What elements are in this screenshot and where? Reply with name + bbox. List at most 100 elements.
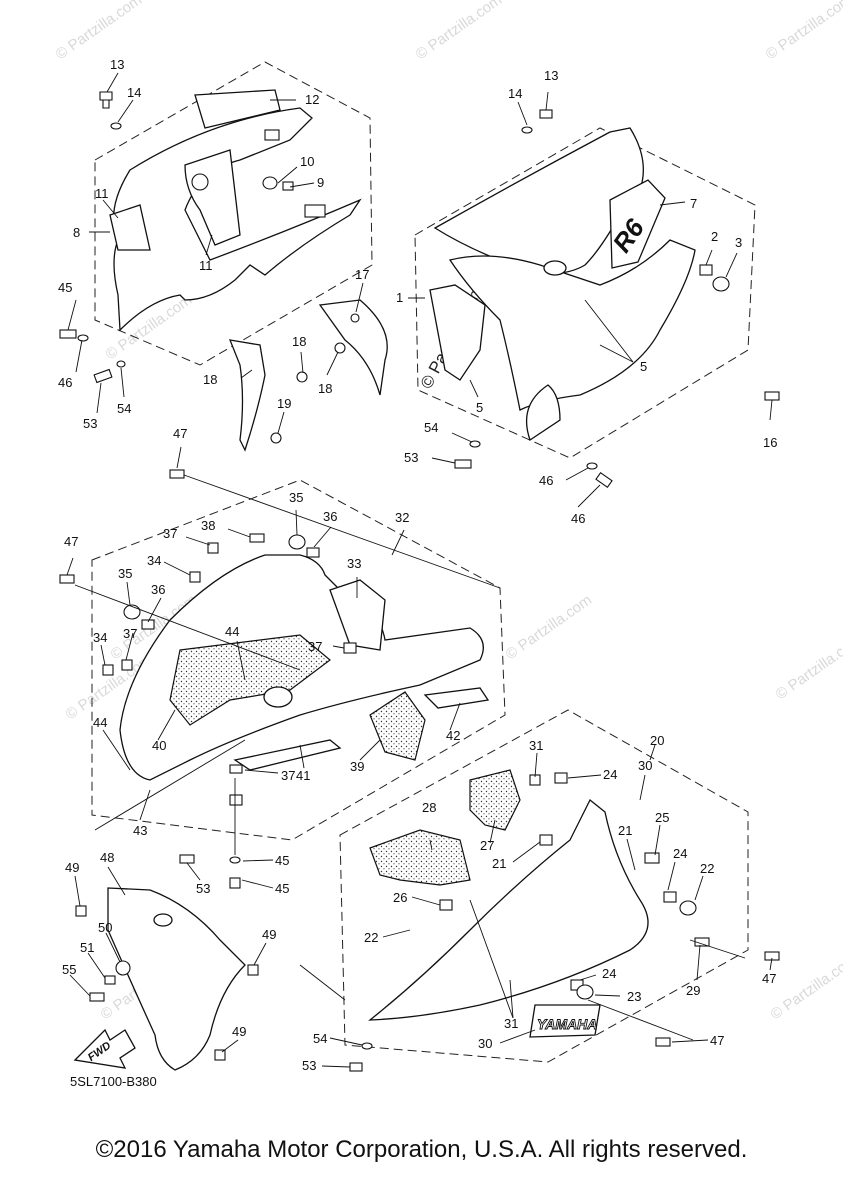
decal-30	[529, 1004, 601, 1038]
callout-31: 31	[504, 1016, 518, 1031]
decal-yamaha-text: YAMAHA	[537, 1016, 597, 1032]
callout-24: 24	[603, 767, 617, 782]
callout-4: 5	[476, 400, 483, 415]
fasteners-upper-right	[454, 109, 780, 489]
callout-21: 21	[492, 856, 506, 871]
callout-35: 35	[289, 490, 303, 505]
callout-32: 32	[395, 510, 409, 525]
callout-23: 24	[673, 846, 687, 861]
callout-18: 18	[292, 334, 306, 349]
callout-21: 22	[364, 930, 378, 945]
callout-46: 46	[58, 375, 72, 390]
watermark: © Partzilla.com	[768, 951, 843, 1023]
side-bracket-48	[75, 794, 259, 1071]
boundary-left-upper-cowl	[94, 61, 373, 366]
callout-14: 14	[508, 86, 522, 101]
callout-52: 53	[196, 881, 210, 896]
callout-14: 14	[127, 85, 141, 100]
boundary-left-under-cowl	[91, 479, 506, 841]
callout-44: 44	[93, 715, 107, 730]
callout-53-label: 53	[302, 1058, 316, 1073]
callout-28: 30	[638, 758, 652, 773]
callout-30-label: 30	[478, 1036, 492, 1051]
callout-54: 54	[117, 401, 131, 416]
bracket-17	[228, 339, 266, 452]
callout-36: 36	[151, 582, 165, 597]
callout-3: 3	[735, 235, 742, 250]
callout-5: 5	[640, 359, 647, 374]
bracket-16	[318, 299, 388, 396]
callout-13: 13	[544, 68, 558, 83]
callout-1: 1	[396, 290, 403, 305]
callout-6: 7	[690, 196, 697, 211]
callout-18: 18	[318, 381, 332, 396]
callout-13: 13	[110, 57, 124, 72]
decal-panel-12	[194, 89, 281, 129]
under-cowl-right: YAMAHA	[349, 769, 780, 1072]
strip-42	[423, 687, 490, 709]
callout-34: 34	[147, 553, 161, 568]
watermark: © Partzilla.com	[763, 0, 843, 63]
callout-27: 28	[422, 800, 436, 815]
callout-55: 55	[62, 962, 76, 977]
callout-45: 45	[275, 881, 289, 896]
callout-47: 47	[762, 971, 776, 986]
callout-50: 50	[98, 920, 112, 935]
copyright-notice: ©2016 Yamaha Motor Corporation, U.S.A. A…	[95, 1136, 748, 1163]
fasteners-upper-left	[59, 91, 294, 384]
callout-15: 16	[763, 435, 777, 450]
callout-34: 34	[93, 630, 107, 645]
boundary-right-under-cowl	[339, 709, 749, 1063]
callout-labels: 13 14 12 10 9 12 11 8 11 45 46 53 54 18 …	[58, 57, 777, 1089]
callout-35: 35	[118, 566, 132, 581]
right-side-cowling: R6	[429, 127, 730, 442]
left-side-cowling	[109, 89, 362, 332]
callout-49: 49	[262, 927, 276, 942]
callout-11-label: 11	[95, 186, 109, 201]
stay-bracket	[304, 204, 326, 218]
callout-48: 48	[100, 850, 114, 865]
callout-29: 31	[529, 738, 543, 753]
under-cowl-left	[59, 469, 490, 781]
callout-25: 29	[686, 983, 700, 998]
callout-10: 11	[199, 258, 213, 273]
callout-8: 9	[317, 175, 324, 190]
callout-24: 25	[655, 810, 669, 825]
watermark: © Partzilla.com	[413, 0, 506, 63]
callout-17: 18	[203, 372, 217, 387]
callout-54: 54	[424, 420, 438, 435]
callout-45: 45	[58, 280, 72, 295]
boundary-right-upper-cowl	[414, 127, 756, 459]
foam-39	[369, 691, 426, 761]
callout-23: 24	[602, 966, 616, 981]
callout-53: 53	[83, 416, 97, 431]
bracket-33	[329, 579, 386, 651]
callout-37: 37	[281, 768, 295, 783]
callout-46: 46	[539, 473, 553, 488]
inner-brackets	[228, 299, 388, 452]
callout-47: 47	[64, 534, 78, 549]
foam-40	[169, 634, 331, 726]
callout-12: 12	[305, 92, 319, 107]
callout-41: 41	[296, 768, 310, 783]
callout-47: 47	[173, 426, 187, 441]
foam-26	[469, 769, 521, 831]
callout-22: 23	[627, 989, 641, 1004]
strip-41	[233, 739, 342, 771]
callout-19: 20	[650, 733, 664, 748]
watermark: © Partzilla.com	[53, 0, 146, 63]
clip-bracket	[264, 129, 280, 141]
callout-18: 19	[277, 396, 291, 411]
foam-27	[369, 829, 471, 886]
callout-26: 27	[480, 838, 494, 853]
callout-38: 38	[201, 518, 215, 533]
callout-7: 8	[73, 225, 80, 240]
callout-44: 44	[225, 624, 239, 639]
leader-lines	[66, 72, 773, 1068]
callout-16: 17	[355, 267, 369, 282]
callout-43: 43	[133, 823, 147, 838]
callout-37: 37	[308, 639, 322, 654]
callout-45: 46	[571, 511, 585, 526]
callout-24: 26	[393, 890, 407, 905]
